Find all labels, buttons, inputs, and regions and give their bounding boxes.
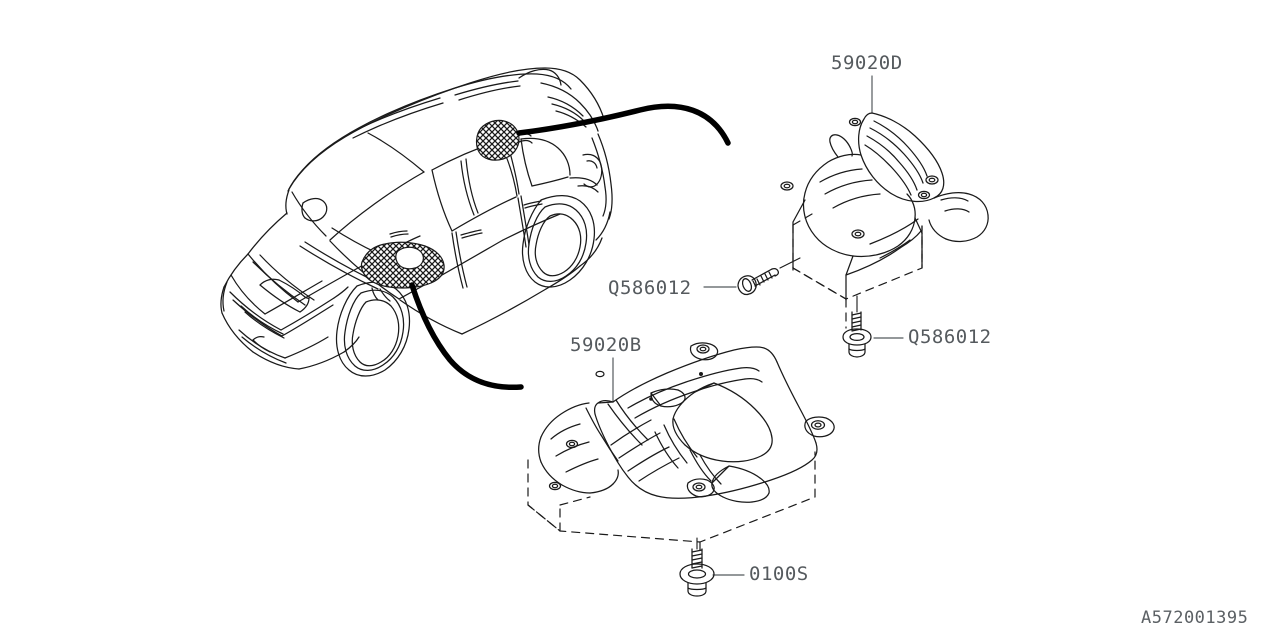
bolt-q586012-vertical (842, 295, 904, 358)
part-59020D-upper-insulator (780, 75, 989, 329)
part-label-59020D: 59020D (831, 52, 903, 74)
part-label-q586012-diagonal: Q586012 (608, 277, 692, 299)
part-label-0100s: 0100S (749, 563, 809, 585)
front-insulator-location (360, 241, 445, 302)
part-label-59020B: 59020B (570, 334, 642, 356)
bolt-0100s (679, 537, 745, 597)
leader-line-upper (516, 103, 731, 146)
rear-insulator-location (475, 119, 533, 161)
part-59020B-lower-insulator (527, 342, 835, 557)
part-label-q586012-vertical: Q586012 (908, 326, 992, 348)
diagram-reference-number: A572001395 (1141, 608, 1249, 628)
leader-line-lower (409, 282, 524, 391)
bolt-q586012-diagonal (703, 257, 801, 296)
vehicle-illustration (220, 67, 613, 377)
